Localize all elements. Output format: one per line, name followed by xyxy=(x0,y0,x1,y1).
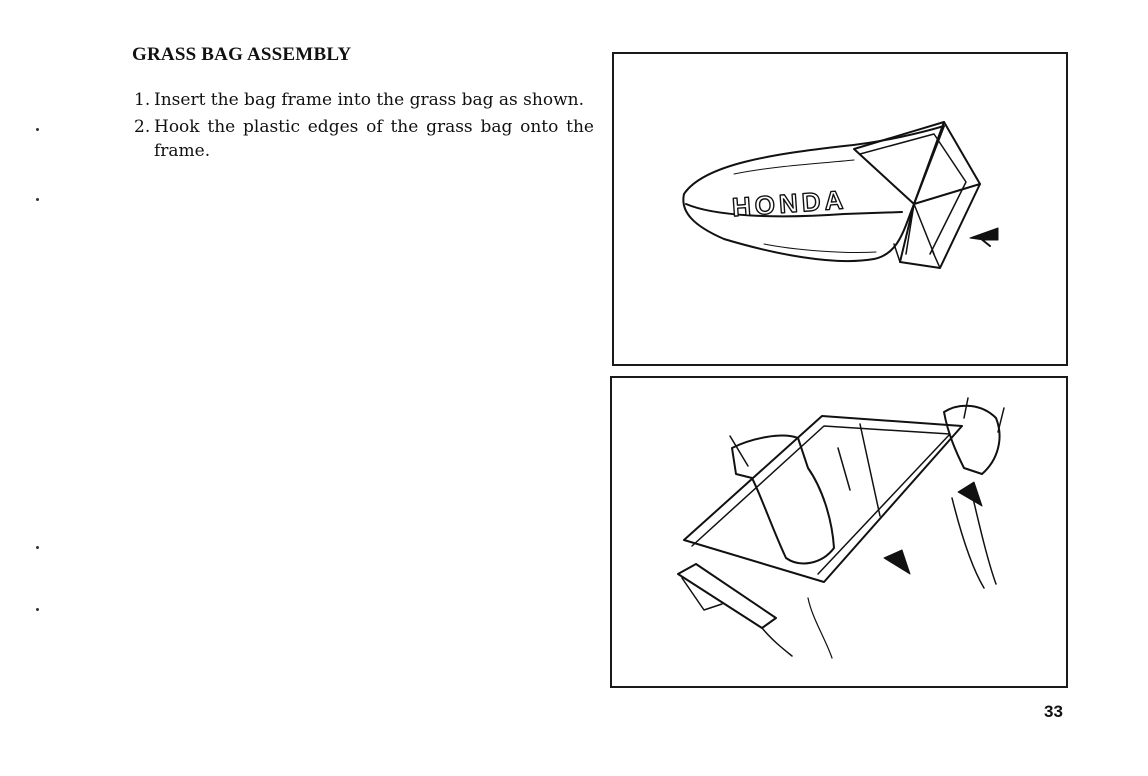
scan-speck xyxy=(36,198,39,201)
plastic-edge xyxy=(678,564,776,628)
step-number: 2. xyxy=(134,115,154,163)
page-number: 33 xyxy=(1044,702,1063,722)
direction-arrow xyxy=(958,482,982,506)
instruction-steps: 1. Insert the bag frame into the grass b… xyxy=(134,88,594,166)
right-hand xyxy=(944,406,1000,474)
bag-lettering: HONDA xyxy=(731,184,848,222)
step-2: 2. Hook the plastic edges of the grass b… xyxy=(134,115,594,163)
direction-arrow xyxy=(884,550,910,574)
step-1: 1. Insert the bag frame into the grass b… xyxy=(134,88,594,112)
figure-bag-frame-insert: HONDA xyxy=(612,52,1068,366)
figure-hook-plastic-edges xyxy=(610,376,1068,688)
scan-speck xyxy=(36,608,39,611)
scan-speck xyxy=(36,546,39,549)
step-text: Insert the bag frame into the grass bag … xyxy=(154,88,594,112)
section-heading: GRASS BAG ASSEMBLY xyxy=(132,44,351,66)
scan-speck xyxy=(36,128,39,131)
step-number: 1. xyxy=(134,88,154,112)
left-hand xyxy=(732,436,834,564)
hook-edges-illustration xyxy=(612,378,1066,686)
step-text: Hook the plastic edges of the grass bag … xyxy=(154,115,594,163)
direction-arrow xyxy=(970,228,998,240)
bag-frame-illustration: HONDA xyxy=(614,54,1066,364)
